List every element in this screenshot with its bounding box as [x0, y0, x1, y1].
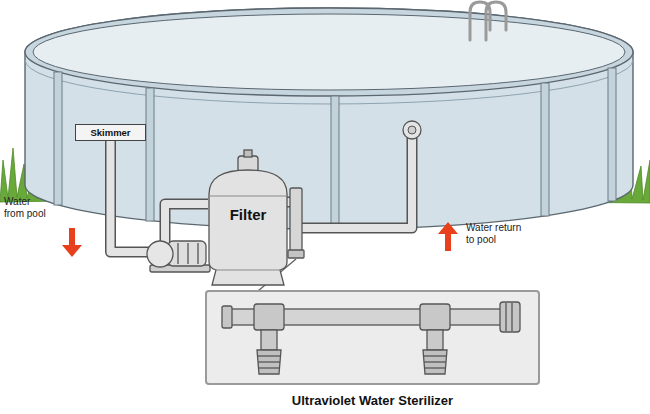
pool: [25, 8, 633, 229]
node-label: Filter: [208, 206, 288, 223]
t-stem: [427, 330, 443, 350]
t-collar: [420, 304, 450, 330]
pool-water: [33, 14, 625, 90]
inset-border: [205, 290, 540, 385]
tank-body: [209, 170, 287, 285]
flow-label: Water from pool: [4, 196, 52, 220]
uv-unit-body: [290, 188, 302, 254]
filter-valve: [238, 150, 258, 172]
arrow-head: [62, 245, 82, 257]
thread-line: [258, 361, 280, 362]
arrow-head: [438, 222, 458, 234]
inset-ground: [205, 290, 540, 385]
uv-unit-cap: [288, 250, 304, 258]
arrow-shaft: [69, 228, 75, 246]
flow-label: Water return to pool: [466, 222, 528, 246]
node-label: Skimmer: [90, 126, 131, 139]
caption-text: Ultraviolet Water Sterilizer: [205, 392, 540, 409]
pipe-outline: [111, 141, 209, 252]
pool-post: [54, 72, 62, 205]
motor-rib: [187, 243, 188, 264]
thread-line: [424, 361, 446, 362]
uv-unit: [288, 188, 304, 258]
t-thread: [423, 350, 447, 374]
return-inlet: [403, 121, 421, 139]
thread-line: [424, 355, 446, 356]
ladder: [470, 2, 506, 40]
motor-rib: [177, 243, 178, 264]
pool-post: [331, 96, 339, 229]
return-pipe: [286, 121, 421, 228]
cap-rib: [505, 303, 506, 331]
return-inlet-eye: [408, 126, 416, 134]
arrow-shaft: [445, 233, 451, 251]
ladder-rail: [486, 2, 506, 40]
pump-housing: [147, 241, 173, 267]
uv-end-left: [222, 306, 232, 328]
t-thread: [257, 350, 281, 374]
t-stem: [261, 330, 277, 350]
thread-line: [258, 355, 280, 356]
inset-caption-area: Ultraviolet Water Sterilizer: [205, 385, 540, 409]
pool-post: [608, 68, 616, 201]
filter-tank: Filter: [208, 166, 288, 286]
motor-rib: [197, 243, 198, 264]
valve-handle: [244, 150, 252, 157]
cap-rib: [511, 303, 512, 331]
pool-post: [541, 83, 549, 216]
pipe: [111, 141, 209, 252]
pool-post: [146, 88, 154, 221]
pipe-outline: [286, 136, 412, 228]
pipe-inner: [111, 141, 209, 252]
pipe-inner: [286, 136, 412, 228]
inset-panel: Ultraviolet Water Sterilizer: [205, 290, 540, 409]
pump: [147, 241, 210, 272]
pump-motor: [168, 241, 206, 266]
uv-end-cap: [500, 302, 520, 332]
t-collar: [254, 304, 284, 330]
thread-line: [425, 367, 445, 368]
skimmer-box: Skimmer: [75, 124, 146, 141]
pool-wall: [25, 8, 633, 229]
tank-seam: [209, 196, 287, 270]
tank-outline: [208, 166, 288, 286]
thread-line: [259, 367, 279, 368]
uv-sterilizer-drawing: [222, 302, 520, 374]
tank-label-area: Filter: [208, 206, 288, 223]
